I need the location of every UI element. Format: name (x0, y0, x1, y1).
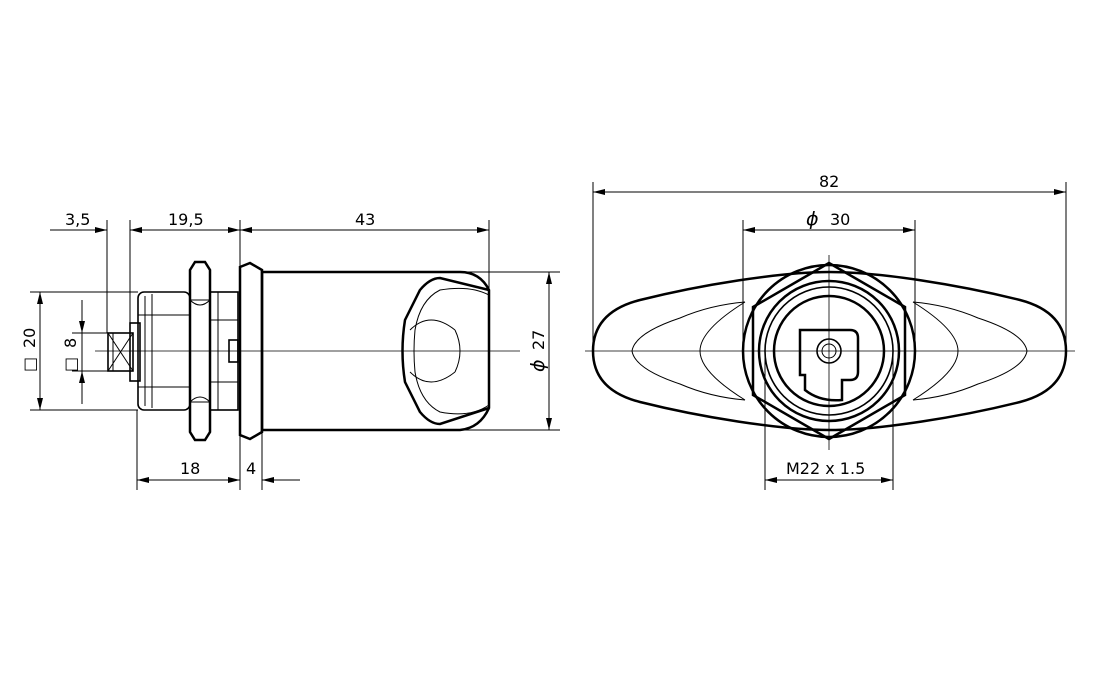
dim-43: 43 (355, 210, 375, 229)
wing-recess-left-inner (699, 301, 746, 401)
handle-recess-inner (413, 287, 490, 415)
front-shaft-hole (821, 343, 837, 359)
dim-sq-20: 20 (20, 328, 39, 348)
front-cam (798, 328, 860, 402)
dim-dia-30: 30 (830, 210, 850, 229)
handle-recess (401, 276, 490, 426)
front-view: 82 ϕ 30 M22 x 1.5 (585, 172, 1075, 490)
nut-chamfer-1 (189, 299, 211, 306)
dim-18: 18 (180, 459, 200, 478)
diameter-symbol-27: ϕ (527, 359, 549, 372)
recess-curve-side (454, 329, 461, 373)
key-tab (228, 339, 239, 363)
nut-chamfer-2 (189, 396, 211, 403)
shaft-collar (129, 322, 141, 382)
wing-recess-right-inner (912, 301, 959, 401)
side-view: 3,5 19,5 43 18 4 □ 20 □ (20, 210, 560, 490)
front-body-circle (772, 294, 886, 408)
wing-recess-left (631, 301, 746, 401)
shaft-cross-2 (107, 332, 134, 372)
recess-curve-top (409, 319, 456, 331)
dim-3-5: 3,5 (65, 210, 90, 229)
dim-sq-8: 8 (61, 338, 80, 348)
dim-4: 4 (246, 459, 256, 478)
square-shaft (107, 332, 134, 372)
front-square-shaft (816, 338, 842, 364)
recess-curve-bot (409, 371, 456, 383)
dim-thread: M22 x 1.5 (786, 459, 865, 478)
hex-nut (188, 260, 212, 442)
front-thread-outer (757, 279, 901, 423)
dim-19-5: 19,5 (168, 210, 204, 229)
wing-recess-right (912, 301, 1028, 401)
dim-dia-27: 27 (529, 330, 548, 350)
diameter-symbol-30: ϕ (806, 208, 819, 230)
square-symbol-20: □ (20, 357, 39, 372)
dim-82: 82 (819, 172, 839, 191)
square-symbol-8: □ (61, 357, 80, 372)
front-hex-nut (751, 261, 907, 441)
